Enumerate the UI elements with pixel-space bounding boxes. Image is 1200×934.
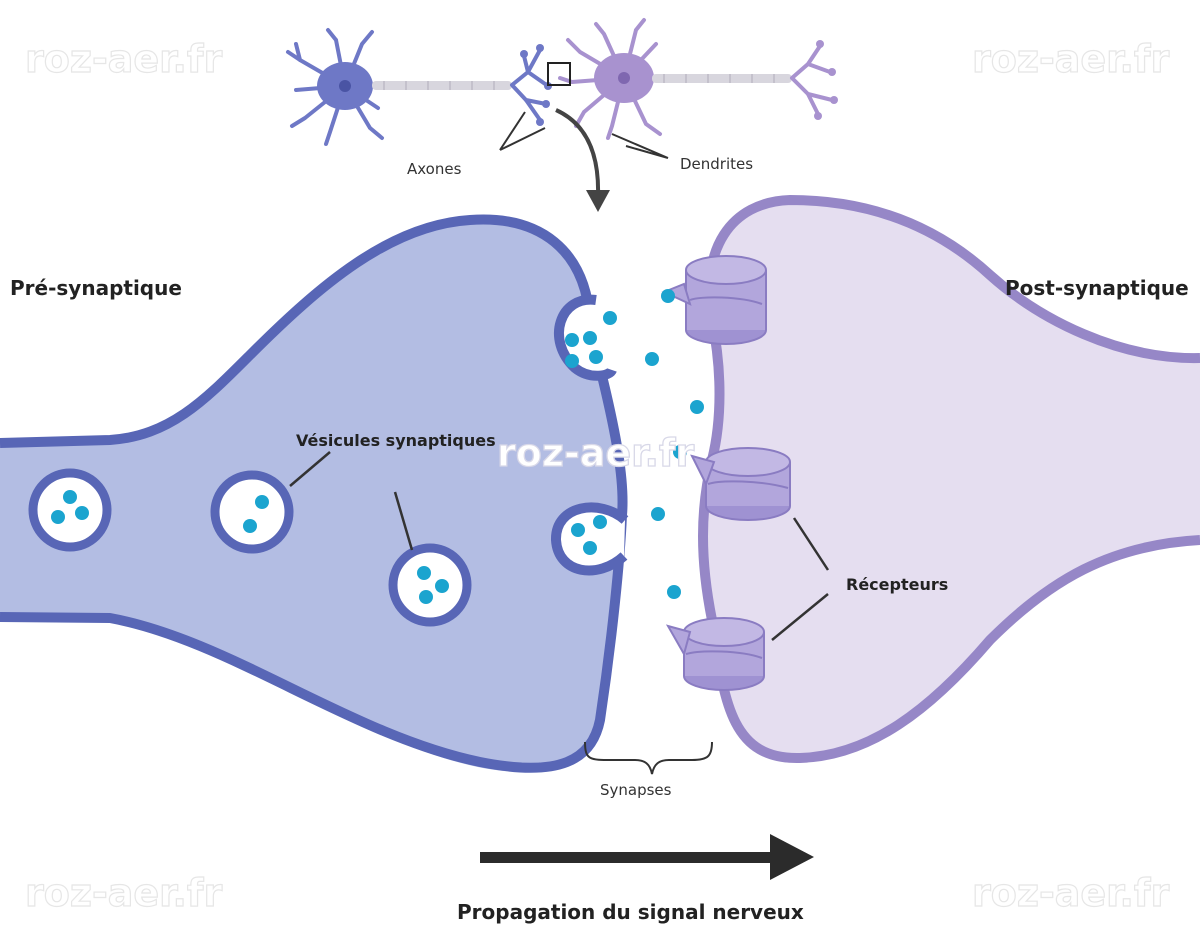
zoom-box — [547, 62, 571, 86]
receptor-3 — [665, 617, 765, 691]
receptor-2 — [690, 447, 791, 521]
propagation-arrow — [480, 834, 814, 880]
presynaptic-neuron — [286, 28, 384, 146]
zoom-arrow-head — [586, 190, 610, 212]
dendrites-pointer — [611, 133, 669, 159]
watermark-top-left: roz-aer.fr — [25, 37, 222, 81]
receptor-1 — [661, 255, 767, 345]
presynaptic-terminal — [0, 214, 629, 773]
vesicles-label: Vésicules synaptiques — [296, 431, 496, 450]
watermark-center: roz-aer.fr — [497, 431, 694, 475]
axons-label: Axones — [407, 160, 462, 178]
presynaptic-label: Pré-synaptique — [10, 276, 182, 300]
fusing-vesicle-bottom — [550, 502, 629, 576]
synapse-brace — [584, 741, 713, 775]
watermark-top-right: roz-aer.fr — [972, 37, 1169, 81]
synapses-label: Synapses — [600, 781, 672, 799]
watermark-bottom-left: roz-aer.fr — [25, 871, 222, 915]
postsynaptic-label: Post-synaptique — [1005, 276, 1189, 300]
neurotransmitters — [603, 289, 704, 599]
synaptic-vesicle-2 — [210, 470, 294, 554]
postsynaptic-neuron — [558, 18, 662, 140]
neuron-illustration: Axones Dendrites — [286, 18, 838, 212]
synaptic-vesicle-3 — [388, 543, 472, 627]
postsynaptic-axon — [652, 40, 838, 120]
synaptic-vesicle-1 — [28, 468, 112, 552]
postsynaptic-terminal — [661, 195, 1200, 764]
propagation-label: Propagation du signal nerveux — [457, 900, 804, 924]
dendrites-label: Dendrites — [680, 155, 753, 173]
watermark-bottom-right: roz-aer.fr — [972, 871, 1169, 915]
zoom-arrow — [555, 108, 601, 197]
axons-pointer — [499, 111, 546, 151]
receptors-label: Récepteurs — [846, 575, 948, 594]
